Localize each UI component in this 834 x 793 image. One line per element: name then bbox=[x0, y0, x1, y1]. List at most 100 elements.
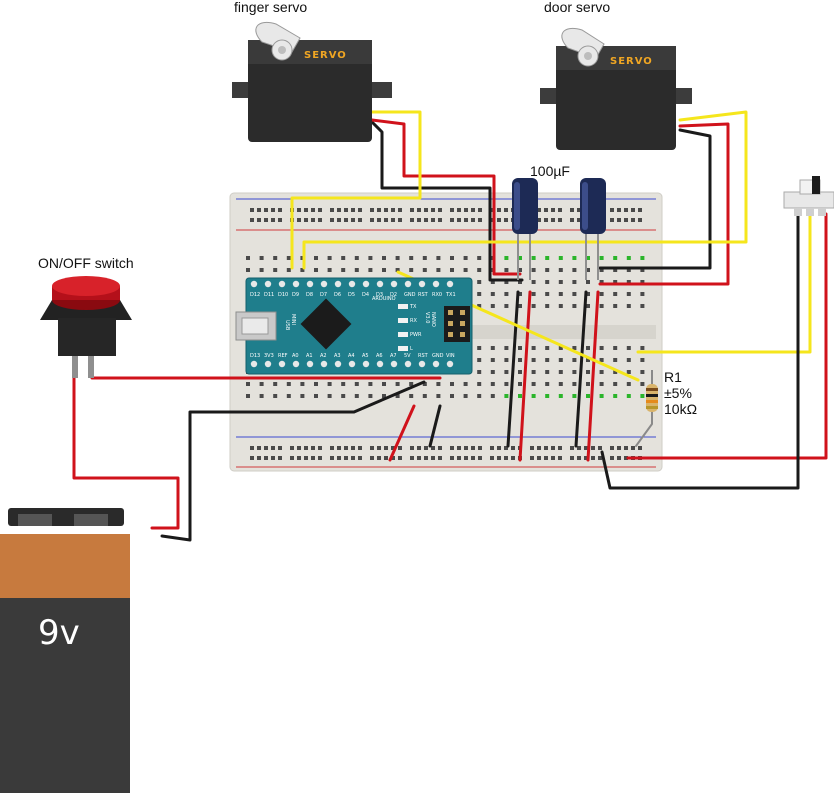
breadboard-hole bbox=[477, 394, 482, 398]
breadboard-hole bbox=[377, 208, 381, 212]
breadboard-hole bbox=[337, 208, 341, 212]
nano-bottom-pin-label: A4 bbox=[348, 353, 355, 359]
breadboard-hole bbox=[351, 446, 355, 450]
breadboard-hole bbox=[572, 394, 577, 398]
breadboard-hole bbox=[327, 382, 332, 386]
nano-bottom-pin-label: A0 bbox=[292, 353, 299, 359]
resistor-r1 bbox=[646, 370, 658, 420]
breadboard-hole bbox=[382, 268, 386, 272]
breadboard-hole bbox=[463, 382, 468, 386]
breadboard-hole bbox=[424, 218, 428, 222]
breadboard-hole bbox=[417, 446, 421, 450]
breadboard-hole bbox=[518, 292, 522, 296]
breadboard-hole bbox=[351, 218, 355, 222]
breadboard-hole bbox=[477, 346, 482, 350]
breadboard-hole bbox=[273, 268, 278, 272]
breadboard-hole bbox=[391, 218, 395, 222]
icsp-header bbox=[444, 306, 470, 342]
breadboard-hole bbox=[572, 358, 577, 362]
breadboard-hole bbox=[537, 208, 541, 212]
mini-label: MINI bbox=[290, 314, 296, 325]
breadboard-hole bbox=[344, 208, 348, 212]
breadboard-hole bbox=[368, 256, 373, 260]
breadboard-hole bbox=[558, 280, 563, 284]
nano-pin-pad bbox=[278, 360, 286, 368]
breadboard-hole bbox=[422, 268, 427, 272]
breadboard-hole bbox=[497, 218, 501, 222]
breadboard-hole bbox=[570, 446, 574, 450]
nano-pin-pad bbox=[362, 360, 370, 368]
nano-pin-pad bbox=[446, 280, 454, 288]
breadboard-hole bbox=[431, 218, 435, 222]
capacitor-label: 100µF bbox=[530, 163, 570, 179]
jumper-black-2 bbox=[574, 290, 588, 448]
capacitor-1 bbox=[512, 178, 538, 280]
breadboard-hole bbox=[638, 446, 642, 450]
breadboard-hole bbox=[330, 208, 334, 212]
breadboard-hole bbox=[599, 370, 604, 374]
breadboard-hole bbox=[290, 456, 294, 460]
nano-top-pin-label: RX0 bbox=[432, 292, 442, 298]
breadboard-hole bbox=[286, 256, 291, 260]
breadboard-hole bbox=[409, 394, 414, 398]
door-servo-label: door servo bbox=[544, 0, 610, 15]
breadboard-hole bbox=[545, 280, 550, 284]
breadboard-hole bbox=[477, 370, 482, 374]
led-label-l: L bbox=[410, 346, 413, 352]
breadboard-hole bbox=[544, 208, 548, 212]
nano-bottom-pin-label: RST bbox=[418, 353, 429, 359]
breadboard-hole bbox=[477, 256, 482, 260]
breadboard-hole bbox=[478, 218, 482, 222]
breadboard-hole bbox=[638, 218, 642, 222]
breadboard-hole bbox=[572, 346, 577, 350]
breadboard-hole bbox=[570, 456, 574, 460]
breadboard-hole bbox=[318, 208, 322, 212]
breadboard-hole bbox=[257, 218, 261, 222]
breadboard-hole bbox=[545, 292, 550, 296]
breadboard-hole bbox=[490, 358, 495, 362]
nano-bottom-pin-label: A7 bbox=[390, 353, 397, 359]
nano-pin-pad bbox=[390, 360, 398, 368]
breadboard-hole bbox=[471, 446, 475, 450]
breadboard-hole bbox=[570, 208, 574, 212]
nano-top-pin-label: D7 bbox=[320, 292, 327, 298]
breadboard-hole bbox=[422, 394, 427, 398]
breadboard-hole bbox=[504, 268, 509, 272]
slide-switch-red-wire bbox=[626, 212, 828, 460]
breadboard-hole bbox=[370, 208, 374, 212]
nano-top-pin-label: D5 bbox=[348, 292, 355, 298]
breadboard-hole bbox=[246, 268, 250, 272]
breadboard-hole bbox=[610, 208, 614, 212]
breadboard-hole bbox=[545, 358, 550, 362]
breadboard-hole bbox=[490, 346, 495, 350]
nano-pin-pad bbox=[362, 280, 370, 288]
breadboard-hole bbox=[478, 446, 482, 450]
resistor-tolerance: ±5% bbox=[664, 385, 692, 401]
breadboard-hole bbox=[626, 280, 631, 284]
breadboard-hole bbox=[613, 292, 618, 296]
breadboard-hole bbox=[626, 304, 631, 308]
breadboard-hole bbox=[497, 446, 501, 450]
breadboard-hole bbox=[391, 456, 395, 460]
breadboard-hole bbox=[431, 208, 435, 212]
breadboard-hole bbox=[558, 358, 563, 362]
nano-top-pin-label: D3 bbox=[376, 292, 383, 298]
breadboard-hole bbox=[457, 456, 461, 460]
nano-pin-pad bbox=[334, 360, 342, 368]
breadboard-hole bbox=[610, 456, 614, 460]
breadboard-hole bbox=[591, 456, 595, 460]
breadboard-hole bbox=[257, 446, 261, 450]
breadboard-hole bbox=[518, 382, 522, 386]
breadboard-hole bbox=[504, 280, 509, 284]
breadboard-hole bbox=[551, 446, 555, 450]
breadboard-hole bbox=[577, 446, 581, 450]
breadboard-hole bbox=[409, 256, 414, 260]
breadboard-hole bbox=[391, 446, 395, 450]
breadboard-hole bbox=[297, 446, 301, 450]
nano-top-pin-label: D2 bbox=[390, 292, 397, 298]
breadboard-hole bbox=[640, 346, 645, 350]
breadboard-hole bbox=[410, 208, 414, 212]
breadboard-hole bbox=[490, 208, 494, 212]
finger-servo-label: finger servo bbox=[234, 0, 307, 15]
breadboard-hole bbox=[599, 256, 604, 260]
